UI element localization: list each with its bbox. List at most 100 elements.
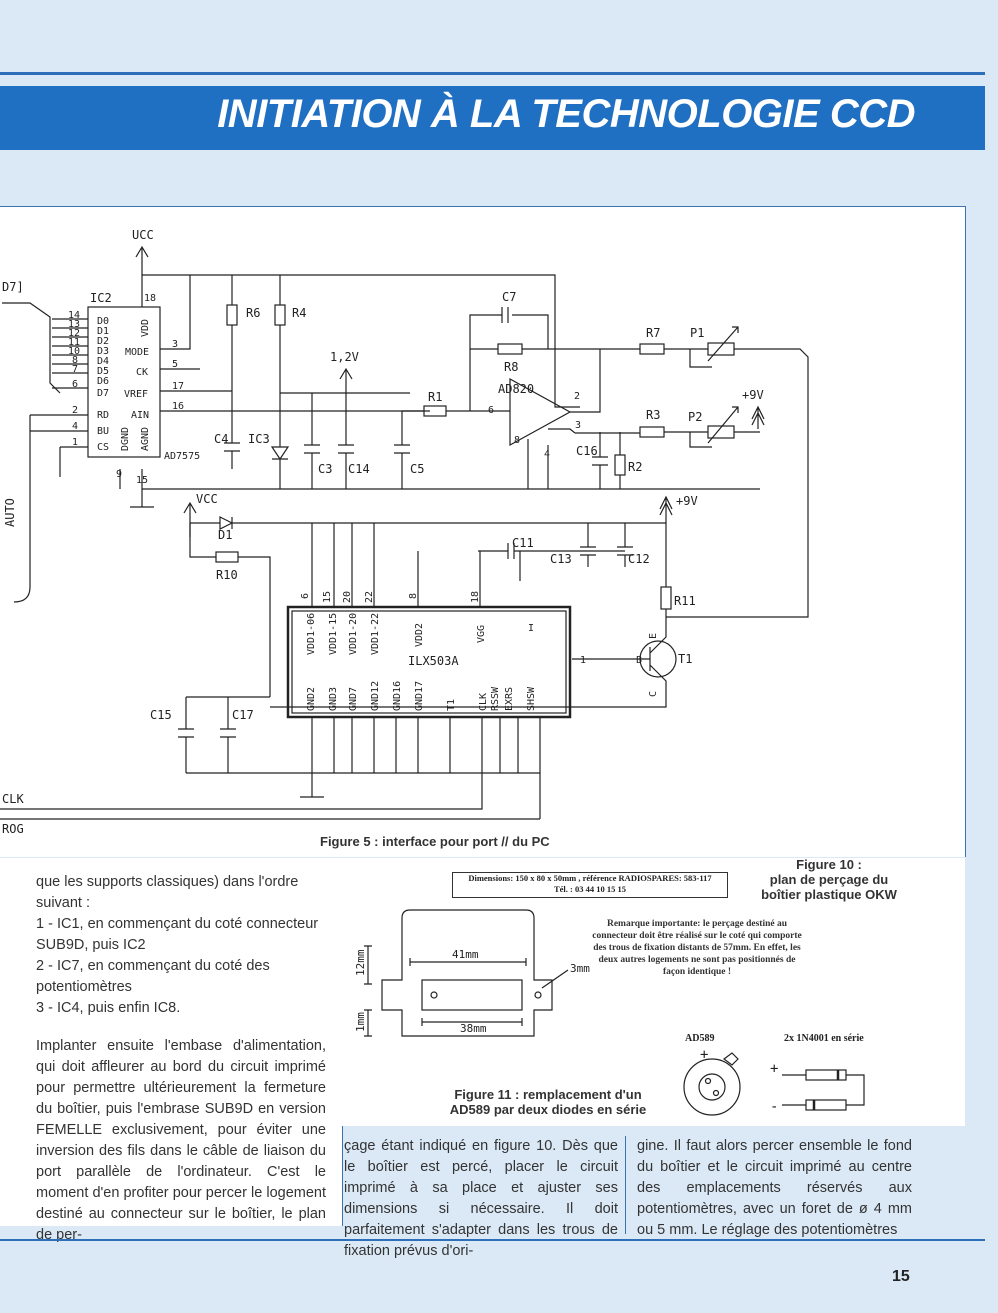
svg-text:D1: D1 — [218, 528, 232, 542]
svg-text:ROG: ROG — [2, 822, 24, 836]
svg-text:5: 5 — [172, 359, 178, 370]
pin-dgnd: DGND — [120, 427, 131, 451]
svg-text:3mm: 3mm — [570, 962, 590, 975]
svg-text:4: 4 — [544, 449, 550, 460]
svg-text:R2: R2 — [628, 460, 642, 474]
svg-text:17: 17 — [172, 381, 184, 392]
figure11-drawing: + + - — [683, 1047, 865, 1116]
svg-text:C13: C13 — [550, 552, 572, 566]
svg-text:C15: C15 — [150, 708, 172, 722]
svg-text:+9V: +9V — [742, 388, 764, 402]
page-title: INITIATION À LA TECHNOLOGIE CCD — [217, 92, 915, 136]
svg-text:8: 8 — [72, 355, 78, 366]
svg-text:1: 1 — [72, 437, 78, 448]
svg-text:R4: R4 — [292, 306, 306, 320]
svg-text:C3: C3 — [318, 462, 332, 476]
svg-text:6: 6 — [300, 593, 311, 599]
svg-text:R7: R7 — [646, 326, 660, 340]
svg-text:C5: C5 — [410, 462, 424, 476]
diodes-label: 2x 1N4001 en série — [784, 1033, 864, 1044]
svg-text:R1: R1 — [428, 390, 442, 404]
svg-text:GND2: GND2 — [306, 687, 317, 711]
svg-text:P1: P1 — [690, 326, 704, 340]
col3-body: gine. Il faut alors percer ensemble le f… — [637, 1138, 912, 1238]
vcc-top-label: UCC — [132, 228, 154, 242]
svg-text:EXRS: EXRS — [504, 687, 515, 711]
svg-text:3: 3 — [575, 420, 581, 431]
page-number: 15 — [892, 1268, 910, 1285]
col1-top-text: que les supports classiques) dans l'ordr… — [36, 872, 326, 1019]
svg-text:8: 8 — [408, 593, 419, 599]
figure10-drilling-drawing: 41mm 38mm 3mm 12mm 1mm — [354, 909, 590, 1037]
ad589-label: AD589 — [685, 1033, 715, 1044]
svg-text:7: 7 — [72, 364, 78, 375]
svg-text:15: 15 — [322, 591, 333, 603]
svg-text:CLK: CLK — [2, 792, 24, 806]
svg-text:+: + — [700, 1047, 708, 1063]
svg-text:GND12: GND12 — [370, 681, 381, 711]
svg-text:18: 18 — [470, 591, 481, 603]
svg-text:1: 1 — [580, 655, 586, 666]
svg-text:GND3: GND3 — [328, 687, 339, 711]
left-column-panel — [0, 858, 343, 1226]
svg-text:VCC: VCC — [196, 492, 218, 506]
svg-text:22: 22 — [364, 591, 375, 603]
auto-label: AUTO — [3, 498, 17, 527]
pin-cs: CS — [97, 442, 109, 453]
top-rule — [0, 72, 985, 75]
svg-text:VDD1-15: VDD1-15 — [328, 613, 339, 655]
pin-d1: D1 — [97, 326, 109, 337]
svg-text:4: 4 — [72, 421, 78, 432]
svg-text:C4: C4 — [214, 432, 228, 446]
bottom-rule — [0, 1239, 985, 1241]
svg-text:8: 8 — [514, 435, 520, 446]
pin-vref: VREF — [124, 389, 148, 400]
svg-text:41mm: 41mm — [452, 948, 479, 961]
svg-text:6: 6 — [72, 379, 78, 390]
col1-para2: 1 - IC1, en commençant du coté connecteu… — [36, 916, 319, 953]
svg-text:T1: T1 — [678, 652, 692, 666]
svg-text:GND16: GND16 — [392, 681, 403, 711]
remark-text: Remarque importante: le perçage destiné … — [592, 919, 802, 977]
svg-text:3: 3 — [172, 339, 178, 350]
ad7575-label: AD7575 — [164, 451, 200, 462]
svg-text:T1: T1 — [446, 699, 457, 711]
svg-text:R11: R11 — [674, 594, 696, 608]
svg-text:2: 2 — [574, 391, 580, 402]
figure10-caption: Figure 10 : plan de perçage du boîtier p… — [761, 857, 897, 902]
svg-text:VDD1-22: VDD1-22 — [370, 613, 381, 655]
d7-bus-label: D7] — [2, 280, 24, 294]
col2-body: çage étant indiqué en figure 10. Dès que… — [344, 1138, 618, 1259]
pin-d6: D6 — [97, 376, 109, 387]
pin-ck: CK — [136, 367, 148, 378]
pin-rd: RD — [97, 410, 109, 421]
svg-text:12mm: 12mm — [354, 949, 367, 976]
pin-d7: D7 — [97, 388, 109, 399]
svg-text:R6: R6 — [246, 306, 260, 320]
svg-text:11: 11 — [68, 337, 80, 348]
svg-text:15: 15 — [136, 475, 148, 486]
pin-d0: D0 — [97, 316, 109, 327]
pin-mode: MODE — [125, 347, 149, 358]
title-banner: INITIATION À LA TECHNOLOGIE CCD — [0, 86, 985, 150]
svg-text:R8: R8 — [504, 360, 518, 374]
svg-text:+9V: +9V — [676, 494, 698, 508]
svg-text:RSSW: RSSW — [490, 686, 501, 711]
svg-text:B: B — [636, 655, 642, 666]
col1-para5: Implanter ensuite l'embase d'alimentatio… — [36, 1038, 326, 1243]
pin-bu: BU — [97, 426, 109, 437]
svg-text:C12: C12 — [628, 552, 650, 566]
svg-text:6: 6 — [488, 405, 494, 416]
svg-text:P2: P2 — [688, 410, 702, 424]
svg-text:12: 12 — [68, 328, 80, 339]
svg-text:14: 14 — [68, 310, 80, 321]
svg-text:C: C — [648, 691, 659, 697]
figure10-11-panel — [342, 858, 965, 1126]
pin-vdd: VDD — [140, 319, 151, 337]
svg-text:E: E — [648, 633, 659, 639]
svg-text:9: 9 — [116, 469, 122, 480]
svg-text:AD820: AD820 — [498, 382, 534, 396]
col1-body: Implanter ensuite l'embase d'alimentatio… — [36, 1036, 326, 1246]
svg-text:GND17: GND17 — [414, 681, 425, 711]
svg-text:ILX503A: ILX503A — [408, 654, 459, 668]
